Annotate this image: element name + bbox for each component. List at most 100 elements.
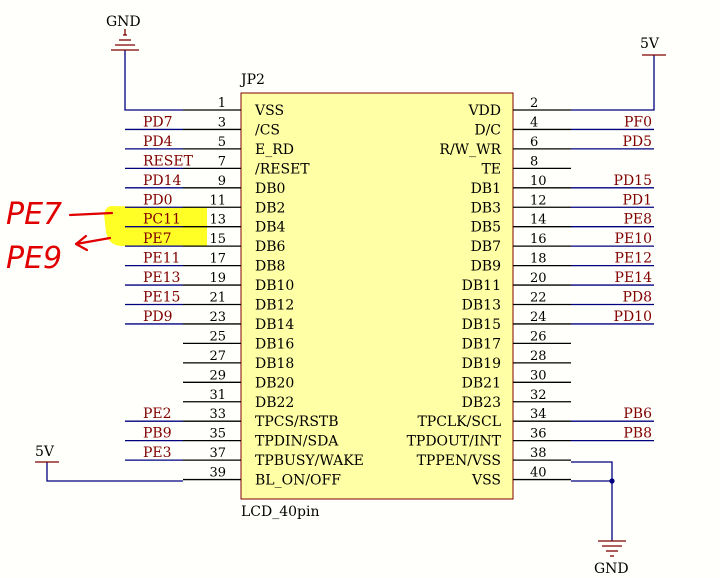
- pin-34-name: TPCLK/SCL: [417, 414, 501, 430]
- pin-21-number: 21: [209, 291, 226, 306]
- pin-8-number: 8: [530, 154, 538, 169]
- pin-30-number: 30: [530, 368, 547, 383]
- pin-16-name: DB7: [471, 239, 501, 255]
- net-label-pe14: PE14: [615, 270, 653, 286]
- net-label-pc11: PC11: [143, 212, 181, 228]
- pin-20-number: 20: [530, 271, 547, 286]
- pin-15-number: 15: [209, 232, 226, 247]
- pin-14-name: DB5: [471, 220, 501, 236]
- pin-12-name: DB3: [471, 200, 501, 216]
- pin-36-name: TPDOUT/INT: [407, 434, 502, 450]
- gnd-top-symbol: [111, 29, 139, 51]
- net-label-pe11: PE11: [143, 251, 180, 267]
- pin-7-name: /RESET: [255, 161, 310, 177]
- pin-35-number: 35: [209, 427, 226, 442]
- highlight-pin13-pin15: [104, 206, 207, 246]
- vcc-right-label: 5V: [640, 36, 660, 52]
- net-label-pd8: PD8: [622, 290, 652, 306]
- pin-24-name: DB15: [462, 317, 501, 333]
- lcd-connector-body[interactable]: [240, 92, 514, 500]
- power-wiring: [46, 50, 655, 541]
- pin-2-name: VDD: [467, 103, 501, 119]
- pin-9-name: DB0: [255, 181, 285, 197]
- vcc-left-wire: [46, 462, 183, 482]
- net-label-pe10: PE10: [615, 231, 652, 247]
- pin-5-number: 5: [218, 135, 226, 150]
- net-label-pd5: PD5: [622, 134, 652, 150]
- pin-16-number: 16: [530, 232, 547, 247]
- pin-34-number: 34: [530, 407, 547, 422]
- pin-13-name: DB4: [255, 220, 286, 236]
- pin-38-name: TPPEN/VSS: [417, 453, 501, 469]
- pin-11-name: DB2: [255, 200, 285, 216]
- net-label-pd9: PD9: [143, 309, 173, 325]
- pin-9-number: 9: [218, 174, 226, 189]
- pin-17-name: DB8: [255, 259, 285, 275]
- note-arrow-pe7: [68, 211, 114, 217]
- net-label-pd4: PD4: [143, 134, 173, 150]
- pin-13-number: 13: [209, 213, 226, 228]
- pin-15-name: DB6: [255, 239, 286, 255]
- pin-29-number: 29: [209, 368, 226, 383]
- pin-21-name: DB12: [255, 298, 294, 314]
- pin-35-name: TPDIN/SDA: [255, 434, 339, 450]
- pin-32-number: 32: [530, 388, 547, 403]
- pin-2-number: 2: [530, 96, 538, 111]
- pin-37-number: 37: [209, 446, 226, 461]
- pin-25-name: DB16: [255, 336, 294, 352]
- pin-5-name: E_RD: [255, 142, 294, 158]
- net-label-pe7: PE7: [143, 231, 172, 247]
- pin-7-number: 7: [218, 154, 226, 169]
- net-label-pb6: PB6: [623, 406, 652, 422]
- net-label-pf0: PF0: [624, 114, 652, 130]
- net-label-pe8: PE8: [623, 212, 652, 228]
- pin-27-name: DB18: [255, 356, 294, 372]
- pin-3-name: /CS: [255, 122, 280, 138]
- pin-4-name: D/C: [474, 122, 501, 138]
- pin-25-number: 25: [209, 329, 226, 344]
- pin-40-number: 40: [530, 466, 547, 481]
- net-label-pd10: PD10: [614, 309, 652, 325]
- vcc-left-label: 5V: [35, 444, 55, 460]
- pin-39-name: BL_ON/OFF: [255, 473, 341, 489]
- pin-30-name: DB21: [462, 375, 501, 391]
- pin-37-name: TPBUSY/WAKE: [255, 453, 364, 469]
- pin-6-name: R/W_WR: [439, 142, 501, 158]
- net-label-pd7: PD7: [143, 114, 173, 130]
- pin-10-name: DB1: [471, 181, 501, 197]
- pin-31-number: 31: [209, 388, 226, 403]
- net-label-reset: RESET: [143, 153, 194, 169]
- gnd-bottom-symbol: [598, 540, 626, 557]
- net-label-pd15: PD15: [614, 173, 652, 189]
- handwritten-notes: [68, 211, 114, 252]
- pin-4-number: 4: [530, 115, 538, 130]
- gnd-top-wire: [124, 50, 183, 111]
- pin-10-number: 10: [530, 174, 547, 189]
- note-pe9: PE9: [6, 241, 62, 276]
- net-label-pe2: PE2: [143, 406, 172, 422]
- net-label-pd1: PD1: [622, 192, 652, 208]
- pin-3-number: 3: [218, 115, 226, 130]
- pin-6-number: 6: [530, 135, 538, 150]
- pin-29-name: DB20: [255, 375, 294, 391]
- pin-28-name: DB19: [462, 356, 501, 372]
- pin-12-number: 12: [530, 193, 547, 208]
- gnd-top-label: GND: [106, 14, 141, 30]
- pin-33-name: TPCS/RSTB: [255, 414, 339, 430]
- gnd-bottom-label: GND: [594, 561, 629, 577]
- pin-27-number: 27: [209, 349, 226, 364]
- net-label-pe12: PE12: [615, 251, 652, 267]
- pin-24-number: 24: [530, 310, 547, 325]
- net-label-pb9: PB9: [143, 426, 172, 442]
- pin40-gnd-wire: [571, 480, 613, 541]
- pin-36-number: 36: [530, 427, 547, 442]
- pin-22-number: 22: [530, 291, 547, 306]
- net-label-pe15: PE15: [143, 290, 180, 306]
- net-label-pe13: PE13: [143, 270, 180, 286]
- comment-label: LCD_40pin: [241, 504, 320, 520]
- pin-22-name: DB13: [462, 298, 501, 314]
- pin-14-number: 14: [530, 213, 547, 228]
- net-label-pe3: PE3: [143, 445, 172, 461]
